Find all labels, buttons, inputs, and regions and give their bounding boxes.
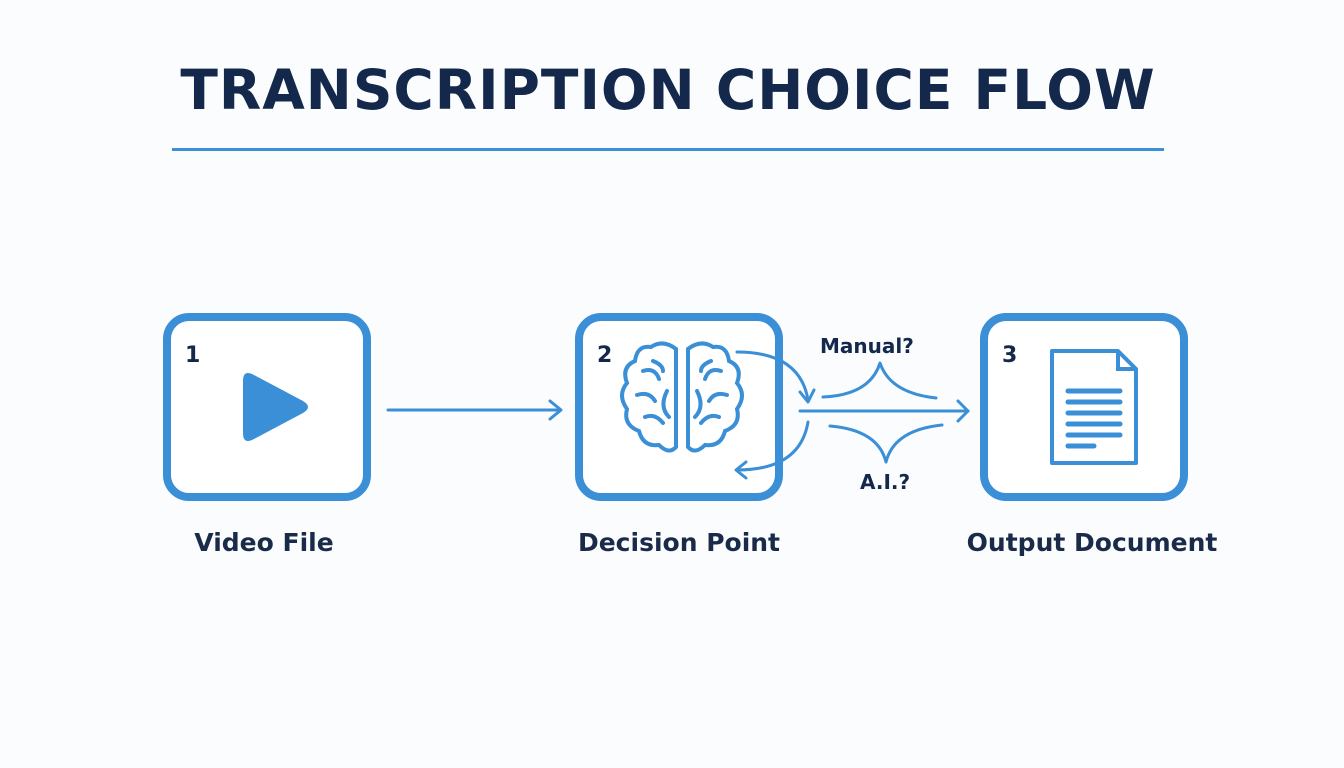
step-label: Decision Point — [577, 528, 781, 557]
step-number: 2 — [597, 343, 613, 368]
diagram-title: TRANSCRIPTION CHOICE FLOW — [180, 58, 1156, 122]
brain-icon — [620, 341, 744, 453]
document-icon — [1050, 349, 1138, 465]
decision-loop-arrows — [734, 350, 816, 480]
step-video-file: 1 — [163, 313, 371, 501]
ai-branch — [828, 423, 944, 464]
play-icon — [243, 373, 308, 441]
step-output-document: 3 — [980, 313, 1188, 501]
manual-branch — [821, 361, 938, 400]
branch-label-manual: Manual? — [820, 334, 914, 358]
arrow-video-to-decision — [386, 399, 563, 421]
step-label: Output Document — [966, 528, 1218, 557]
step-label: Video File — [194, 528, 334, 557]
arrow-decision-to-output — [798, 399, 970, 423]
branch-label-ai: A.I.? — [860, 470, 911, 494]
title-underline — [172, 148, 1164, 151]
step-number: 1 — [185, 343, 201, 368]
step-number: 3 — [1002, 343, 1018, 368]
